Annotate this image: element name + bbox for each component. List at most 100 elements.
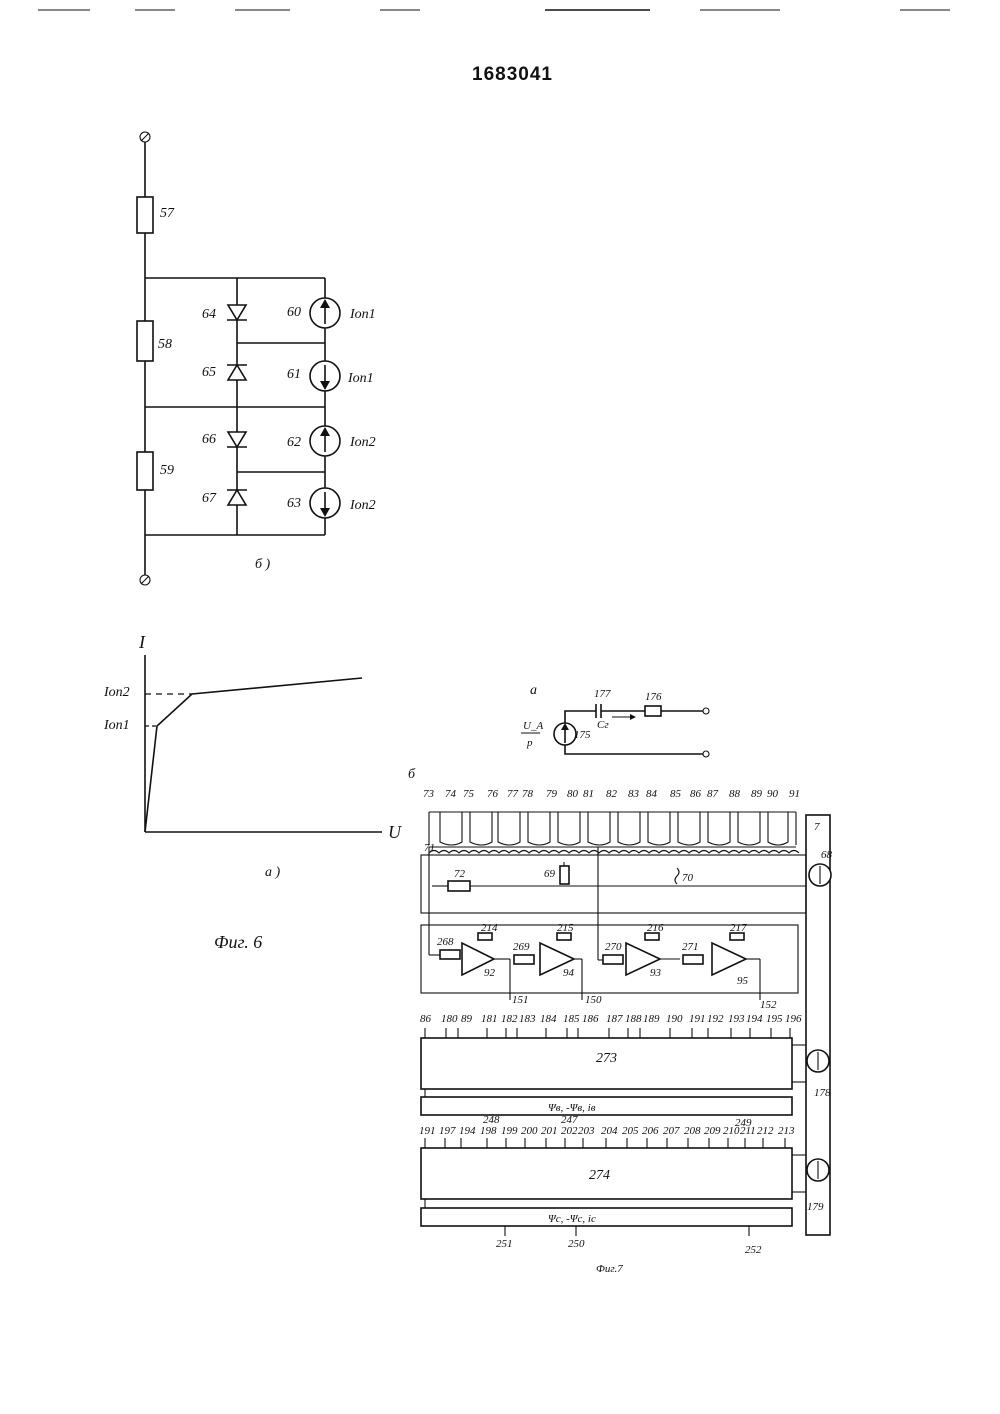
bus-c (421, 1208, 792, 1226)
label-63: 63 (287, 496, 301, 511)
fig6a-graph: I U Iоп2 Iоп1 а ) Фиг. 6 (103, 632, 402, 952)
tap-87: 87 (707, 788, 719, 800)
iv-curve (145, 678, 362, 832)
bus-b-label: Ψв, -Ψв, iв (548, 1102, 596, 1114)
tap-80: 80 (567, 788, 579, 800)
measuring-frame (421, 855, 806, 913)
row1-195: 195 (766, 1013, 783, 1025)
label-271: 271 (682, 941, 699, 953)
label-268: 268 (437, 936, 454, 948)
row2-203: 203 (578, 1125, 595, 1137)
fig6-title: Фиг. 6 (214, 932, 262, 952)
row1-181: 181 (481, 1013, 498, 1025)
zener-64 (227, 305, 247, 320)
current-source-63 (310, 488, 340, 518)
label-94: 94 (563, 967, 575, 979)
row2-206: 206 (642, 1125, 659, 1137)
label-65: 65 (202, 365, 216, 380)
top-tap-labels: 73 74 75 76 77 78 79 80 81 82 83 84 85 8… (423, 788, 800, 800)
label-58: 58 (158, 337, 172, 352)
label-217: 217 (730, 922, 747, 934)
zener-67 (227, 490, 247, 505)
fig7b-caption: б (408, 767, 416, 782)
resistor-69 (560, 866, 569, 884)
terminal-top (140, 132, 150, 142)
zener-65 (227, 365, 247, 380)
label-93: 93 (650, 967, 662, 979)
winding-coil (429, 851, 799, 854)
label-216: 216 (647, 922, 664, 934)
row1-193: 193 (728, 1013, 745, 1025)
row2-198: 198 (480, 1125, 497, 1137)
row1-184: 184 (540, 1013, 557, 1025)
fig6b-circuit: 57 58 59 64 65 66 67 60 61 62 63 Iоп1 Iо… (137, 132, 376, 585)
terminal-a2 (703, 751, 709, 757)
row1-185: 185 (563, 1013, 580, 1025)
label-60: 60 (287, 305, 301, 320)
row2-208: 208 (684, 1125, 701, 1137)
tap-78: 78 (522, 788, 534, 800)
row2-194: 194 (459, 1125, 476, 1137)
label-ua: U_A (523, 720, 543, 732)
label-iop1-a: Iоп1 (349, 307, 376, 322)
tap-83: 83 (628, 788, 640, 800)
fig7-title: Фиг.7 (596, 1263, 623, 1275)
row1-182: 182 (501, 1013, 518, 1025)
label-iop1-b: Iоп1 (347, 371, 374, 386)
label-57: 57 (160, 206, 175, 221)
resistor-57 (137, 197, 153, 233)
resistor-72 (448, 881, 470, 891)
tap-73: 73 (423, 788, 435, 800)
row2-210: 210 (723, 1125, 740, 1137)
terminal-a1 (703, 708, 709, 714)
out-252: 252 (745, 1244, 762, 1256)
tap-91: 91 (789, 788, 800, 800)
tap-86: 86 (690, 788, 702, 800)
label-151: 151 (512, 994, 529, 1006)
row1-labels: 86 180 89 181 182 183 184 185 186 187 18… (420, 1013, 802, 1025)
label-176: 176 (645, 691, 662, 703)
label-66: 66 (202, 432, 216, 447)
label-iop2-b: Iоп2 (349, 498, 376, 513)
label-cg: Cг (597, 719, 609, 731)
row2-209: 209 (704, 1125, 721, 1137)
label-273: 273 (596, 1051, 617, 1066)
row2-191: 191 (419, 1125, 436, 1137)
resistor-58 (137, 321, 153, 361)
tap-88: 88 (729, 788, 741, 800)
terminal-bottom (140, 575, 150, 585)
resistor-59 (137, 452, 153, 490)
row2-205: 205 (622, 1125, 639, 1137)
label-270: 270 (605, 941, 622, 953)
tap-79: 79 (546, 788, 558, 800)
tap-82: 82 (606, 788, 618, 800)
tap-75: 75 (463, 788, 475, 800)
row1-187: 187 (606, 1013, 623, 1025)
row2-207: 207 (663, 1125, 680, 1137)
label-95: 95 (737, 975, 749, 987)
tap-81: 81 (583, 788, 594, 800)
zener-66 (227, 432, 247, 447)
label-177: 177 (594, 688, 611, 700)
resistor-176 (645, 706, 661, 716)
row2-197: 197 (439, 1125, 456, 1137)
row2-211: 211 (740, 1125, 756, 1137)
row2-199: 199 (501, 1125, 518, 1137)
out-250: 250 (568, 1238, 585, 1250)
tap-89: 89 (751, 788, 763, 800)
label-214: 214 (481, 922, 498, 934)
label-178: 178 (814, 1087, 831, 1099)
bus-c-label: Ψс, -Ψс, iс (548, 1213, 596, 1225)
row1-189: 189 (643, 1013, 660, 1025)
label-215: 215 (557, 922, 574, 934)
label-269: 269 (513, 941, 530, 953)
label-68: 68 (821, 849, 833, 861)
row2-arrows (425, 1138, 785, 1148)
row1-194: 194 (746, 1013, 763, 1025)
tap-85: 85 (670, 788, 682, 800)
row2-201: 201 (541, 1125, 558, 1137)
y-axis-label: I (138, 632, 146, 652)
fig7a-caption: а (530, 683, 537, 698)
label-150: 150 (585, 994, 602, 1006)
row1-186: 186 (582, 1013, 599, 1025)
